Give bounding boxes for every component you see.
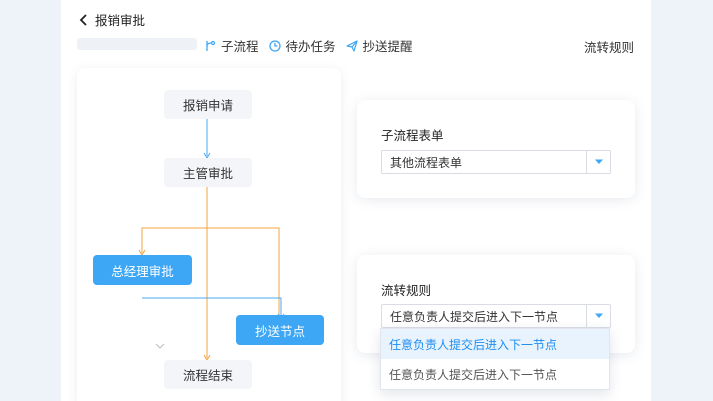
tab-subflow[interactable]: 子流程 [204, 36, 259, 55]
dropdown-option[interactable]: 任意负责人提交后进入下一节点 [389, 367, 558, 382]
caret-down-icon [594, 313, 603, 318]
subflow-form-title: 子流程表单 [381, 128, 444, 143]
dropdown-toggle[interactable] [586, 305, 610, 327]
send-icon [345, 39, 358, 52]
flow-rule-title: 流转规则 [381, 283, 432, 298]
app-window: 报销审批 子流程 待办任务 [61, 0, 651, 401]
flow-rule-link[interactable]: 流转规则 [583, 40, 634, 55]
back-button[interactable]: 报销审批 [79, 10, 145, 29]
clock-icon [268, 39, 281, 52]
subflow-form-select[interactable]: 其他流程表单 [381, 150, 611, 174]
select-value: 其他流程表单 [390, 155, 463, 170]
node-general-manager[interactable]: 总经理审批 [93, 255, 192, 285]
subflow-form-card: 子流程表单 其他流程表单 [357, 100, 635, 198]
select-value: 任意负责人提交后进入下一节点 [390, 309, 559, 324]
chevron-left-icon [79, 13, 87, 26]
page-title: 报销审批 [95, 13, 146, 28]
caret-down-icon [594, 159, 603, 164]
placeholder-bar [77, 38, 197, 50]
branch-icon [206, 40, 216, 51]
flow-rule-select[interactable]: 任意负责人提交后进入下一节点 [381, 304, 611, 328]
header-tabs: 子流程 待办任务 抄送提醒 [204, 36, 413, 55]
chevron-down-icon [155, 343, 165, 349]
node-end[interactable]: 流程结束 [164, 360, 252, 389]
dropdown-option[interactable]: 任意负责人提交后进入下一节点 [381, 329, 609, 359]
node-supervisor[interactable]: 主管审批 [164, 158, 252, 187]
top-bar: 报销审批 子流程 待办任务 [61, 0, 651, 60]
flow-rule-dropdown: 任意负责人提交后进入下一节点 任意负责人提交后进入下一节点 [380, 328, 610, 390]
connector-gm-cc [142, 297, 282, 318]
dropdown-toggle[interactable] [586, 151, 610, 173]
connector-branch [141, 227, 280, 316]
flow-diagram-panel: 报销申请 主管审批 总经理审批 抄送节点 流程结束 [77, 68, 341, 401]
flow-connectors [138, 118, 285, 361]
tab-todo[interactable]: 待办任务 [268, 36, 336, 55]
tab-cc-reminder[interactable]: 抄送提醒 [345, 36, 413, 55]
node-cc[interactable]: 抄送节点 [236, 315, 324, 345]
node-start[interactable]: 报销申请 [164, 90, 252, 119]
